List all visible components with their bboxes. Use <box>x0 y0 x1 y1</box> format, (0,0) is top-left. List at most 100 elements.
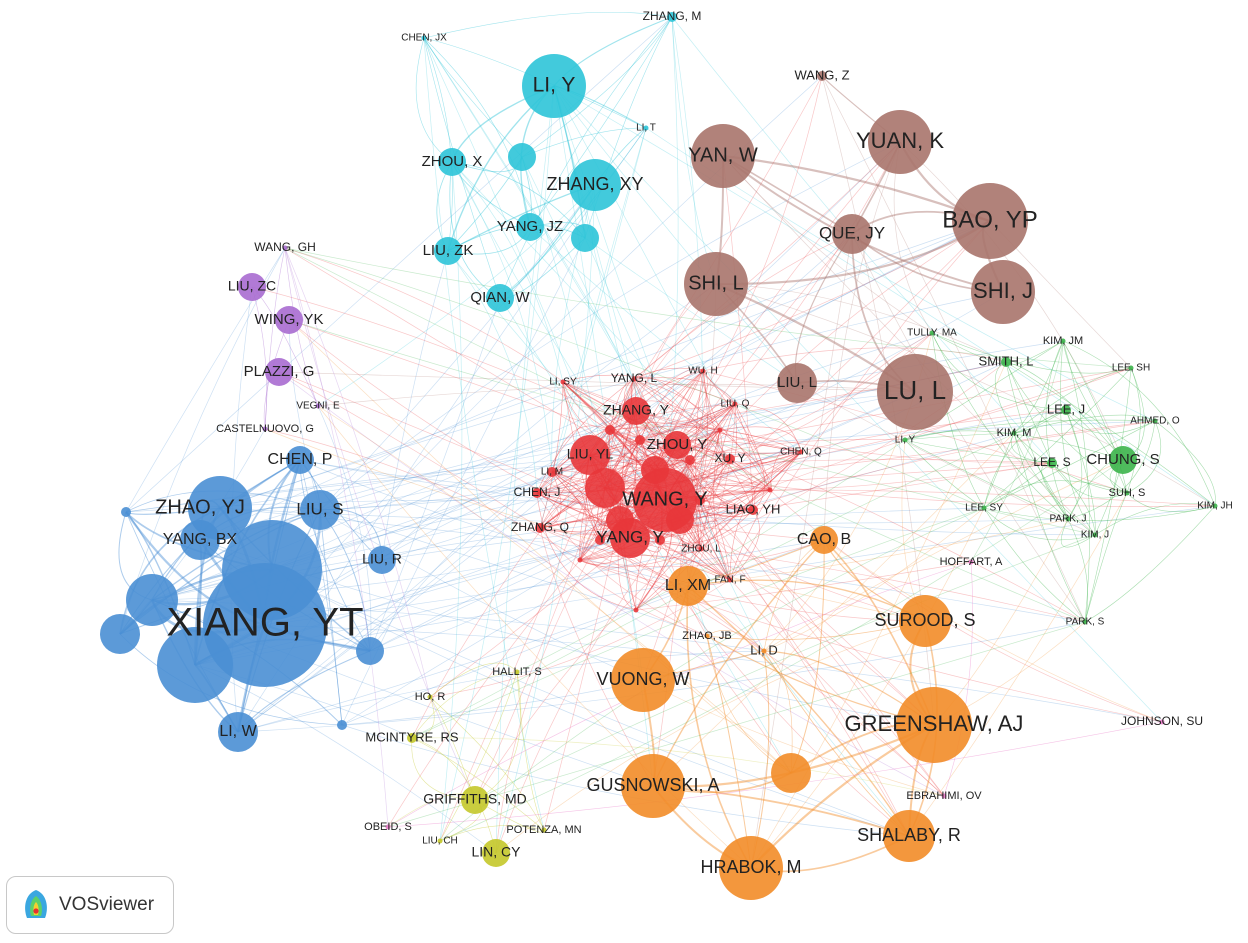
author-node[interactable] <box>798 449 804 455</box>
author-node[interactable] <box>643 125 649 131</box>
author-node[interactable] <box>437 838 443 844</box>
vosviewer-logo[interactable]: VOSviewer <box>6 876 174 934</box>
author-node[interactable] <box>368 546 396 574</box>
author-node[interactable] <box>434 237 462 265</box>
author-node[interactable] <box>633 607 639 613</box>
author-node[interactable] <box>902 437 908 443</box>
author-node[interactable] <box>877 354 953 430</box>
author-node[interactable] <box>571 224 599 252</box>
author-node[interactable] <box>218 712 258 752</box>
author-node[interactable] <box>698 546 704 552</box>
author-node[interactable] <box>663 431 691 459</box>
author-node[interactable] <box>570 435 610 475</box>
author-node[interactable] <box>569 159 621 211</box>
author-node[interactable] <box>981 505 987 511</box>
author-node[interactable] <box>486 284 514 312</box>
author-node[interactable] <box>315 403 321 409</box>
author-node[interactable] <box>832 214 872 254</box>
author-node[interactable] <box>771 753 811 793</box>
author-node[interactable] <box>262 426 268 432</box>
author-node[interactable] <box>438 148 466 176</box>
author-node[interactable] <box>275 306 303 334</box>
author-node[interactable] <box>577 557 583 563</box>
author-node[interactable] <box>941 793 947 799</box>
author-node[interactable] <box>767 487 773 493</box>
author-node[interactable] <box>641 456 669 484</box>
author-node[interactable] <box>222 520 322 620</box>
author-node[interactable] <box>761 648 767 654</box>
author-node[interactable] <box>300 490 340 530</box>
author-node[interactable] <box>635 435 645 445</box>
author-node[interactable] <box>810 526 838 554</box>
author-node[interactable] <box>621 754 685 818</box>
author-node[interactable] <box>732 401 738 407</box>
author-node[interactable] <box>532 488 542 498</box>
author-node[interactable] <box>1159 719 1165 725</box>
author-node[interactable] <box>667 12 677 22</box>
author-node[interactable] <box>1065 516 1071 522</box>
author-node[interactable] <box>748 505 758 515</box>
author-node[interactable] <box>516 213 544 241</box>
author-node[interactable] <box>1060 338 1066 344</box>
author-node[interactable] <box>535 523 545 533</box>
author-node[interactable] <box>695 495 705 505</box>
author-node[interactable] <box>1061 405 1071 415</box>
author-node[interactable] <box>631 376 637 382</box>
author-node[interactable] <box>1124 490 1130 496</box>
author-node[interactable] <box>427 694 433 700</box>
author-node[interactable] <box>541 827 547 833</box>
author-node[interactable] <box>126 574 178 626</box>
author-node[interactable] <box>929 330 935 336</box>
author-node[interactable] <box>461 786 489 814</box>
author-node[interactable] <box>522 54 586 118</box>
author-node[interactable] <box>817 71 827 81</box>
author-node[interactable] <box>700 368 706 374</box>
author-node[interactable] <box>595 535 605 545</box>
author-node[interactable] <box>121 507 131 517</box>
author-node[interactable] <box>777 363 817 403</box>
author-node[interactable] <box>668 566 708 606</box>
author-node[interactable] <box>968 559 974 565</box>
author-node[interactable] <box>100 614 140 654</box>
author-node[interactable] <box>1128 365 1134 371</box>
author-node[interactable] <box>655 535 665 545</box>
author-node[interactable] <box>685 455 695 465</box>
author-node[interactable] <box>1152 418 1158 424</box>
author-node[interactable] <box>337 720 347 730</box>
author-node[interactable] <box>560 379 566 385</box>
author-node[interactable] <box>622 397 650 425</box>
author-node[interactable] <box>704 633 710 639</box>
author-node[interactable] <box>899 595 951 647</box>
author-node[interactable] <box>971 260 1035 324</box>
author-node[interactable] <box>514 669 520 675</box>
author-node[interactable] <box>952 183 1028 259</box>
author-node[interactable] <box>547 467 557 477</box>
author-node[interactable] <box>385 824 391 830</box>
author-node[interactable] <box>1092 532 1098 538</box>
author-node[interactable] <box>896 687 972 763</box>
author-node[interactable] <box>611 648 675 712</box>
author-node[interactable] <box>727 577 733 583</box>
author-node[interactable] <box>1109 446 1137 474</box>
author-node[interactable] <box>684 252 748 316</box>
author-node[interactable] <box>666 506 694 534</box>
author-node[interactable] <box>180 520 220 560</box>
author-node[interactable] <box>265 358 293 386</box>
author-node[interactable] <box>508 143 536 171</box>
author-node[interactable] <box>1001 357 1011 367</box>
author-node[interactable] <box>407 733 417 743</box>
author-node[interactable] <box>691 124 755 188</box>
author-node[interactable] <box>725 454 735 464</box>
author-node[interactable] <box>421 35 427 41</box>
author-node[interactable] <box>282 245 288 251</box>
author-node[interactable] <box>1082 619 1088 625</box>
author-node[interactable] <box>157 627 233 703</box>
author-node[interactable] <box>482 839 510 867</box>
author-node[interactable] <box>883 810 935 862</box>
author-node[interactable] <box>1011 430 1017 436</box>
author-node[interactable] <box>1212 503 1218 509</box>
author-node[interactable] <box>606 506 634 534</box>
author-node[interactable] <box>238 273 266 301</box>
author-node[interactable] <box>286 446 314 474</box>
author-node[interactable] <box>717 427 723 433</box>
